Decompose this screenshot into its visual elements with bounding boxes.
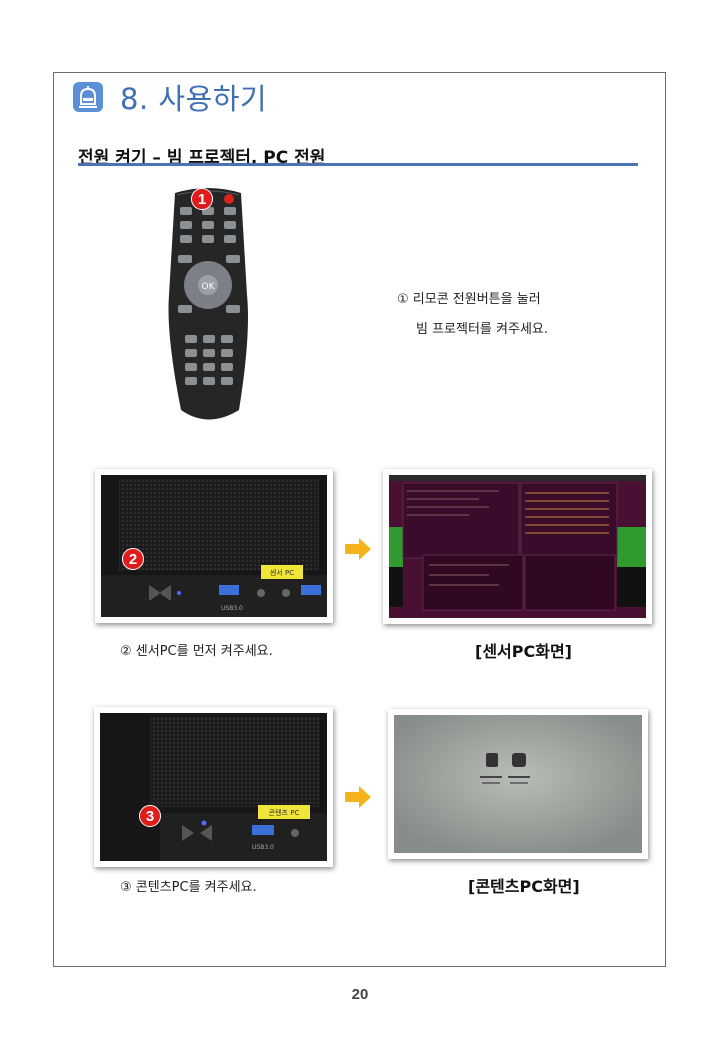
remote-control-image: OK (168, 188, 248, 420)
svg-text:센서 PC: 센서 PC (270, 568, 294, 577)
content-pc-screen-image (388, 709, 648, 859)
remote-ok-label: OK (202, 282, 216, 292)
step-1-badge: 1 (191, 188, 213, 210)
step-1-instruction-line2: 빔 프로젝터를 켜주세요. (416, 322, 548, 337)
sensor-pc-screen-caption: [센서PC화면] (475, 642, 572, 661)
step-2-badge: 2 (122, 548, 144, 570)
page-frame (53, 72, 666, 967)
svg-text:콘텐츠 PC: 콘텐츠 PC (269, 808, 300, 817)
section-underline (78, 163, 638, 166)
sensor-pc-screen-image (383, 469, 652, 624)
content-pc-photo: 콘텐츠 PC USB3.0 (94, 707, 333, 867)
content-pc-screen-caption: [콘텐츠PC화면] (468, 877, 580, 896)
step-1-instruction-line1: ① 리모콘 전원버튼을 눌러 (397, 292, 541, 307)
arrow-right-icon (345, 538, 371, 560)
step-3-caption: ③ 콘텐츠PC를 켜주세요. (120, 880, 257, 895)
page-number: 20 (351, 986, 369, 1003)
svg-text:USB3.0: USB3.0 (252, 844, 274, 851)
step-2-caption: ② 센서PC를 먼저 켜주세요. (120, 644, 273, 659)
arrow-right-icon (345, 786, 371, 808)
robot-icon (73, 82, 103, 112)
step-3-badge: 3 (139, 805, 161, 827)
page-title: 8. 사용하기 (120, 82, 268, 116)
sensor-pc-photo: 센서 PC USB3.0 (95, 469, 333, 623)
svg-text:USB3.0: USB3.0 (221, 605, 243, 612)
